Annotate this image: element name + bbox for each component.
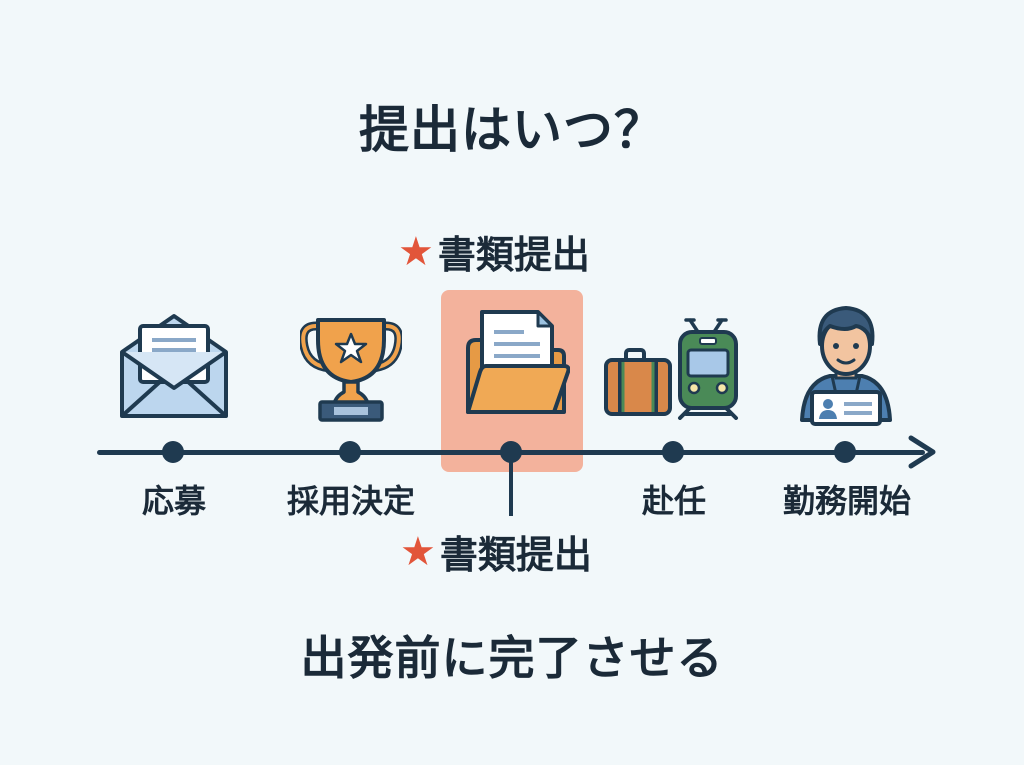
star-icon: ★ — [398, 228, 434, 275]
employee-badge-icon — [794, 302, 898, 426]
timeline-dot-start-work — [834, 441, 856, 463]
bottom-callout: ★ 書類提出 — [400, 524, 592, 579]
star-icon: ★ — [400, 528, 436, 575]
trophy-icon — [300, 316, 402, 422]
envelope-icon — [118, 312, 230, 422]
folder-document-icon — [460, 308, 570, 422]
stage-label-hired: 採用決定 — [286, 482, 416, 520]
timeline-dot-apply — [162, 441, 184, 463]
stage-label-apply: 応募 — [141, 482, 207, 520]
page-title: 提出はいつ？ — [359, 101, 665, 159]
bottom-callout-label: 書類提出 — [439, 533, 592, 577]
arrow-right-icon — [905, 434, 939, 470]
top-callout: ★ 書類提出 — [398, 224, 590, 279]
timeline-dot-relocation — [662, 441, 684, 463]
suitcase-train-icon — [604, 316, 742, 420]
stage-label-start-work: 勤務開始 — [782, 482, 912, 520]
stage-label-relocation: 赴任 — [641, 482, 707, 520]
timeline-dot-hired — [339, 441, 361, 463]
summary-message: 出発前に完了させる — [300, 631, 724, 685]
top-callout-label: 書類提出 — [437, 233, 590, 277]
timeline-dot-submission — [500, 441, 522, 463]
submission-connector-line — [509, 452, 513, 516]
